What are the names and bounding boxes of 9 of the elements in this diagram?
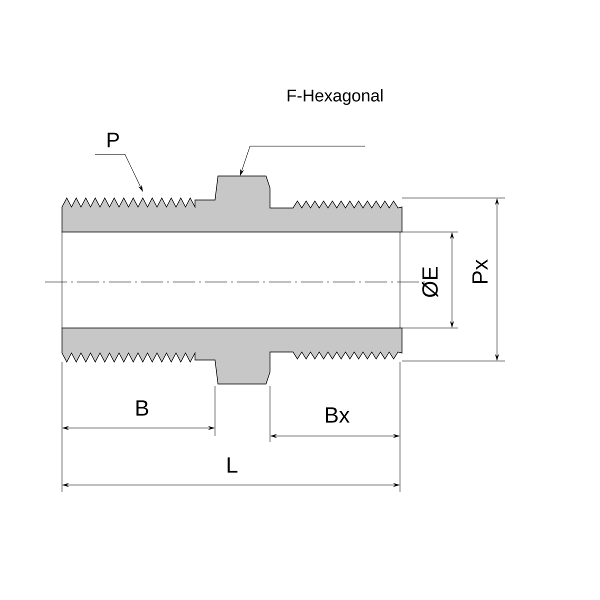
callout-text: P (108, 132, 119, 148)
leader-line (94, 154, 143, 192)
dimension-label: B (136, 400, 148, 416)
dimension-label: ØE (422, 267, 438, 298)
dimension-label: L (228, 457, 238, 473)
dimension-label: Bx (326, 407, 350, 423)
callout-text: F-Hexagonal (288, 89, 382, 105)
leader-line (240, 146, 366, 176)
dimension-label: Px (472, 259, 488, 284)
